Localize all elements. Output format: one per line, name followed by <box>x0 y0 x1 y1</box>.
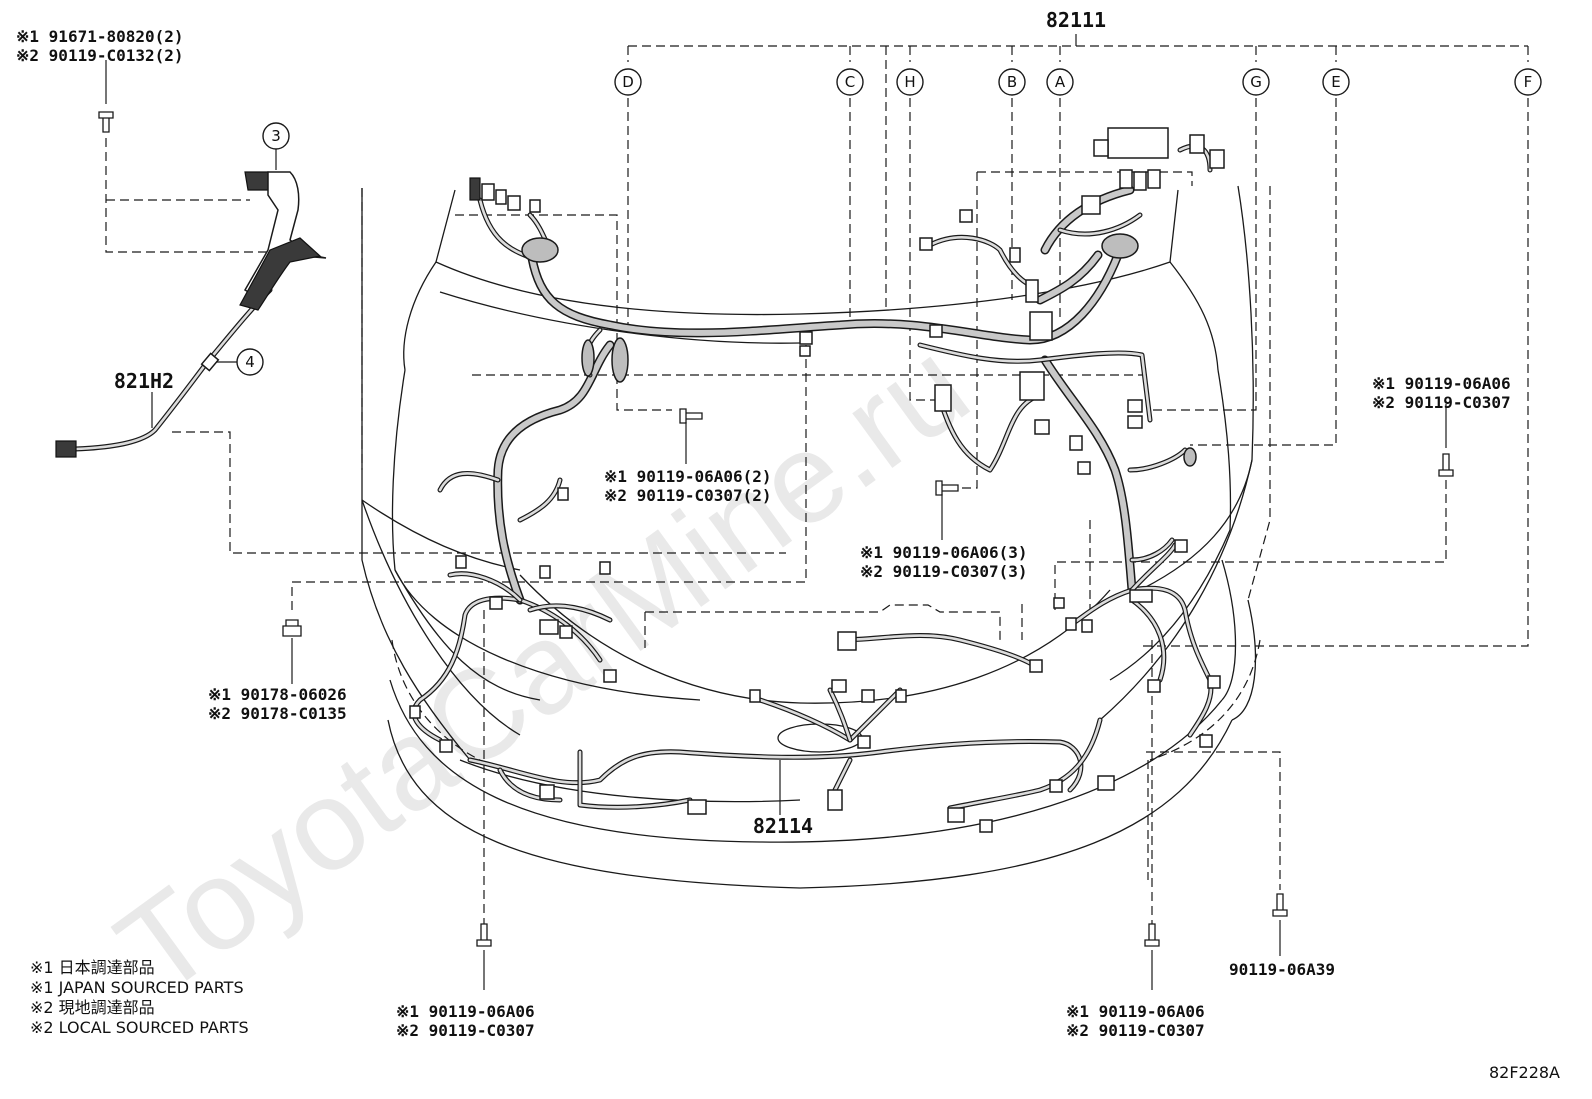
bolt-bottom-right <box>1144 923 1160 947</box>
bolt-far-right <box>1272 893 1288 917</box>
fasteners <box>98 60 1454 990</box>
sub-harness-821H2 <box>55 171 327 458</box>
legend-line-4: ※2 LOCAL SOURCED PARTS <box>30 1018 249 1037</box>
callout-C: C <box>836 68 864 96</box>
callout-left-nut-line2: ※2 90178-C0135 <box>208 704 347 723</box>
sourcing-legend: ※1 日本調達部品 ※1 JAPAN SOURCED PARTS ※2 現地調達… <box>30 958 249 1037</box>
callout-left-nut-line1: ※1 90178-06026 <box>208 685 347 704</box>
svg-text:H: H <box>904 73 915 91</box>
svg-text:C: C <box>845 73 855 91</box>
callout-center-line1: ※1 90119-06A06(3) <box>860 543 1028 562</box>
legend-line-3: ※2 現地調達部品 <box>30 998 155 1017</box>
part-821H2-label: 821H2 <box>114 369 174 393</box>
svg-text:B: B <box>1007 73 1017 91</box>
bolt-center <box>935 480 959 496</box>
nut-left <box>282 619 302 637</box>
callout-H: H <box>896 68 924 96</box>
legend-line-1: ※1 日本調達部品 <box>30 958 155 977</box>
index-callout-3: 3 <box>262 122 290 170</box>
svg-text:F: F <box>1524 73 1533 91</box>
callout-center-left-line2: ※2 90119-C0307(2) <box>604 486 772 505</box>
callout-D: D <box>614 68 642 96</box>
bolt-right <box>1438 453 1454 477</box>
callout-B: B <box>998 68 1026 96</box>
svg-text:E: E <box>1331 73 1340 91</box>
index-callout-4: 4 <box>216 348 264 376</box>
legend-line-2: ※1 JAPAN SOURCED PARTS <box>30 978 244 997</box>
callout-G: G <box>1242 68 1270 96</box>
callout-bottom-left-line1: ※1 90119-06A06 <box>396 1002 535 1021</box>
callout-top-left-line1: ※1 91671-80820(2) <box>16 27 184 46</box>
svg-text:G: G <box>1250 73 1262 91</box>
callout-bottom-right-line2: ※2 90119-C0307 <box>1066 1021 1205 1040</box>
callout-right-line2: ※2 90119-C0307 <box>1372 393 1511 412</box>
callout-bottom-left-line2: ※2 90119-C0307 <box>396 1021 535 1040</box>
callout-center-left-line1: ※1 90119-06A06(2) <box>604 467 772 486</box>
callout-bottom-right-line1: ※1 90119-06A06 <box>1066 1002 1205 1021</box>
svg-text:D: D <box>622 73 634 91</box>
connector-letter-callouts: D C H B A G E F 3 4 <box>216 68 1542 376</box>
connectors <box>409 127 1225 833</box>
callout-center-line2: ※2 90119-C0307(3) <box>860 562 1028 581</box>
part-82111-label: 82111 <box>1046 8 1106 32</box>
dashed-leader-lines <box>105 34 1529 925</box>
callout-F: F <box>1514 68 1542 96</box>
part-82114-label: 82114 <box>753 814 813 838</box>
bolt-top-left <box>98 111 114 133</box>
svg-text:A: A <box>1055 73 1066 91</box>
part-labels: 82111 82114 821H2 90119-06A39 ※1 91671-8… <box>16 8 1511 1040</box>
bolt-bottom-left <box>476 923 492 947</box>
diagram-code: 82F228A <box>1489 1063 1560 1082</box>
bolt-center-left <box>679 408 703 424</box>
callout-top-left-line2: ※2 90119-C0132(2) <box>16 46 184 65</box>
callout-E: E <box>1322 68 1350 96</box>
part-90119-06A39-label: 90119-06A39 <box>1229 960 1335 979</box>
callout-right-line1: ※1 90119-06A06 <box>1372 374 1511 393</box>
svg-text:4: 4 <box>245 353 255 371</box>
svg-text:3: 3 <box>271 127 281 145</box>
callout-A: A <box>1046 68 1074 96</box>
